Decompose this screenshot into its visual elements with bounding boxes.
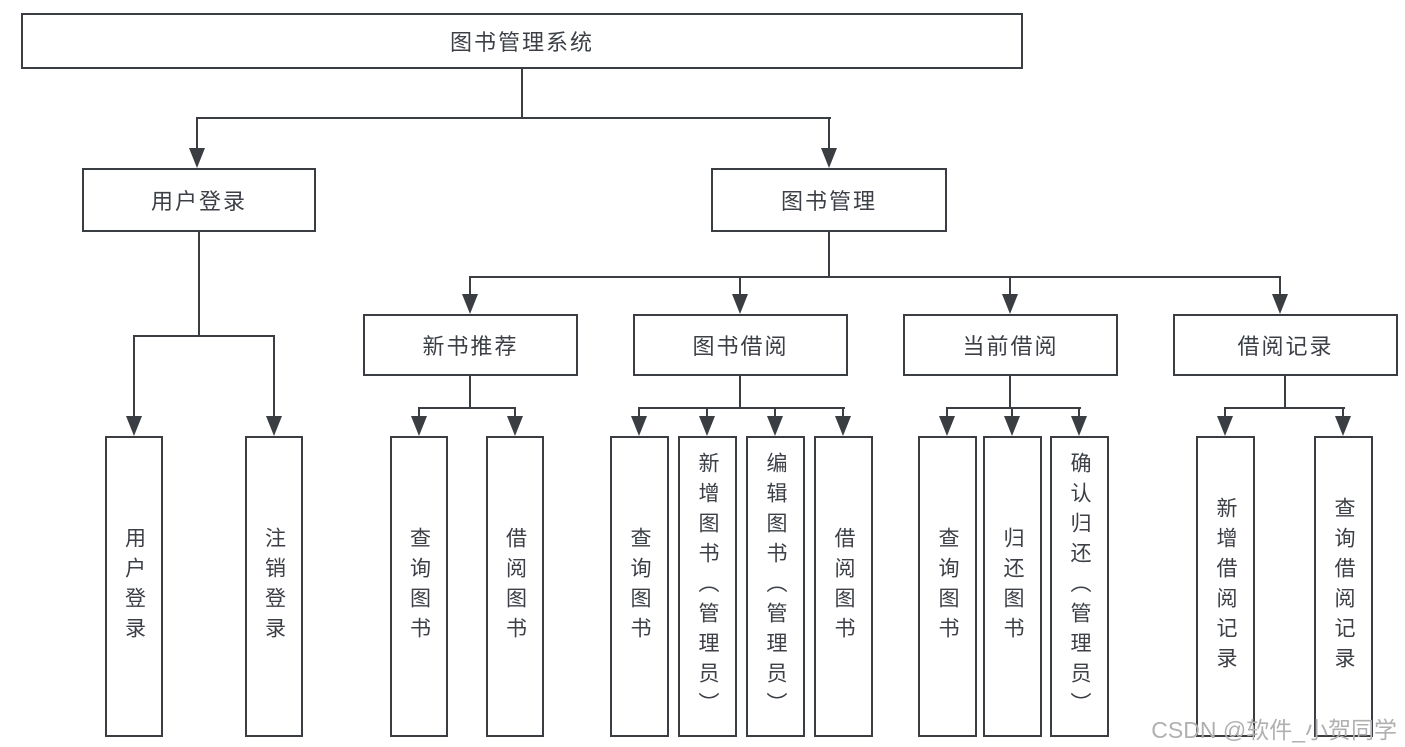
node-label: 图书管理 xyxy=(780,189,877,214)
leaf-user-login: 用户登录 xyxy=(105,436,163,737)
connector-line xyxy=(514,407,516,419)
connector-line xyxy=(418,407,420,419)
connector-line xyxy=(828,232,830,277)
arrow-down-icon xyxy=(1272,294,1288,314)
node-label: 用户登录 xyxy=(150,189,247,214)
connector-line xyxy=(469,276,1281,278)
connector-line xyxy=(1224,407,1226,419)
node-label: 查询图书 xyxy=(936,526,959,647)
node-label: 查询图书 xyxy=(628,526,651,647)
arrow-down-icon xyxy=(462,294,478,314)
connector-line xyxy=(133,335,135,418)
arrow-down-icon xyxy=(767,416,783,436)
node-label: 注销登录 xyxy=(262,526,286,647)
arrow-down-icon xyxy=(1217,416,1233,436)
connector-line xyxy=(196,117,831,119)
node-library-system: 图书管理系统 xyxy=(21,13,1023,69)
connector-line xyxy=(1342,407,1344,419)
connector-line xyxy=(469,276,471,298)
connector-line xyxy=(521,69,523,118)
connector-line xyxy=(946,407,1081,409)
connector-line xyxy=(774,407,776,419)
node-label: 新增借阅记录 xyxy=(1214,496,1237,677)
arrow-down-icon xyxy=(939,416,955,436)
connector-line xyxy=(133,335,275,337)
arrow-down-icon xyxy=(1071,416,1087,436)
node-label: 编辑图书（管理员） xyxy=(764,451,787,722)
leaf-borrow-books: 借阅图书 xyxy=(814,436,873,737)
connector-line xyxy=(1009,376,1011,408)
node-label: 新增图书（管理员） xyxy=(696,451,719,722)
connector-line xyxy=(198,232,200,336)
connector-line xyxy=(706,407,708,419)
leaf-query-books-current: 查询图书 xyxy=(918,436,977,737)
arrow-down-icon xyxy=(126,416,142,436)
arrow-down-icon xyxy=(1002,294,1018,314)
arrow-down-icon xyxy=(732,294,748,314)
leaf-query-books-recommend: 查询图书 xyxy=(390,436,448,737)
node-borrowing-records: 借阅记录 xyxy=(1173,314,1398,376)
node-label: 查询图书 xyxy=(407,526,431,647)
connector-line xyxy=(946,407,948,419)
arrow-down-icon xyxy=(411,416,427,436)
leaf-edit-books-admin: 编辑图书（管理员） xyxy=(746,436,805,737)
connector-line xyxy=(1279,276,1281,298)
connector-line xyxy=(739,376,741,408)
connector-line xyxy=(418,407,516,409)
node-current-borrowing: 当前借阅 xyxy=(903,314,1118,376)
arrow-down-icon xyxy=(631,416,647,436)
node-book-management: 图书管理 xyxy=(711,168,947,232)
connector-line xyxy=(828,117,830,151)
arrow-down-icon xyxy=(507,416,523,436)
arrow-down-icon xyxy=(835,416,851,436)
connector-line xyxy=(1284,376,1286,408)
connector-line xyxy=(196,117,198,151)
leaf-add-borrow-record: 新增借阅记录 xyxy=(1196,436,1255,737)
leaf-logout: 注销登录 xyxy=(245,436,303,737)
node-label: 图书管理系统 xyxy=(449,30,594,55)
leaf-query-books-borrowing: 查询图书 xyxy=(610,436,669,737)
connector-line xyxy=(638,407,640,419)
leaf-confirm-return-admin: 确认归还（管理员） xyxy=(1050,436,1109,737)
node-label: 借阅图书 xyxy=(503,526,527,647)
connector-line xyxy=(469,376,471,408)
arrow-down-icon xyxy=(1335,416,1351,436)
node-label: 新书推荐 xyxy=(422,334,519,359)
node-label: 借阅图书 xyxy=(832,526,855,647)
connector-line xyxy=(273,335,275,418)
connector-line xyxy=(739,276,741,298)
connector-line xyxy=(638,407,845,409)
node-label: 归还图书 xyxy=(1001,526,1024,647)
node-label: 当前借阅 xyxy=(962,334,1059,359)
node-new-book-recommendation: 新书推荐 xyxy=(363,314,578,376)
leaf-query-borrow-record: 查询借阅记录 xyxy=(1314,436,1373,737)
csdn-watermark: CSDN @软件_小贺同学 xyxy=(1151,717,1397,743)
node-user-login: 用户登录 xyxy=(82,168,316,232)
node-label: 确认归还（管理员） xyxy=(1068,451,1091,722)
node-label: 图书借阅 xyxy=(692,334,789,359)
arrow-down-icon xyxy=(189,148,205,168)
arrow-down-icon xyxy=(1004,416,1020,436)
connector-line xyxy=(1009,276,1011,298)
leaf-add-books-admin: 新增图书（管理员） xyxy=(678,436,737,737)
node-book-borrowing: 图书借阅 xyxy=(633,314,848,376)
connector-line xyxy=(1011,407,1013,419)
connector-line xyxy=(1224,407,1345,409)
connector-line xyxy=(1078,407,1080,419)
arrow-down-icon xyxy=(266,416,282,436)
leaf-return-books: 归还图书 xyxy=(983,436,1042,737)
node-label: 借阅记录 xyxy=(1237,334,1334,359)
arrow-down-icon xyxy=(821,148,837,168)
leaf-borrow-books-recommend: 借阅图书 xyxy=(486,436,544,737)
connector-line xyxy=(842,407,844,419)
arrow-down-icon xyxy=(699,416,715,436)
node-label: 查询借阅记录 xyxy=(1332,496,1355,677)
node-label: 用户登录 xyxy=(122,526,146,647)
